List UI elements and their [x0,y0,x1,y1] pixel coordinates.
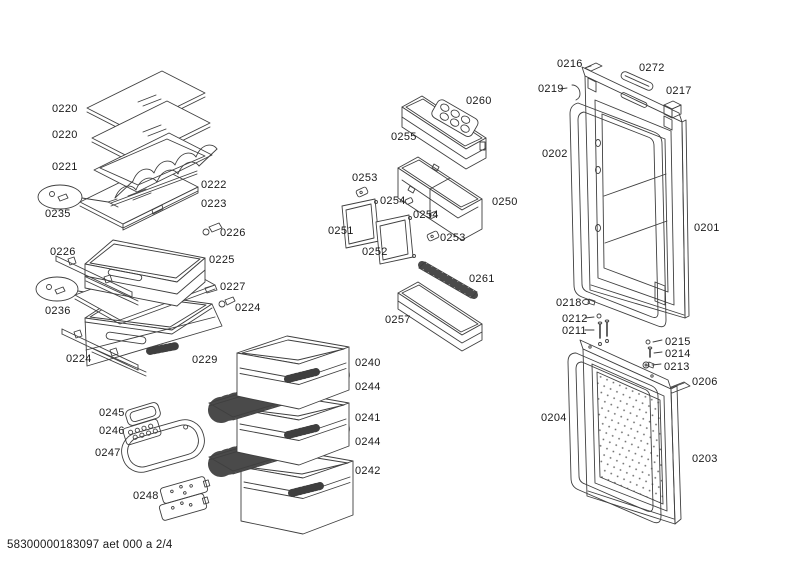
screw-0212 [584,313,602,319]
part-label-0255: 0255 [391,131,417,143]
door-bin-0250 [397,156,483,241]
door-bin-0257 [397,281,483,352]
part-label-0202: 0202 [542,148,568,160]
part-label-0248: 0248 [133,490,159,502]
trays-0248 [158,476,211,521]
telescopic-rail-0226 [55,255,139,306]
part-label-0224-b: 0224 [66,353,92,365]
door-gasket-0204 [567,352,662,524]
part-label-0226-b: 0226 [50,246,76,258]
part-label-0225: 0225 [209,254,235,266]
flap-0252 [375,214,416,265]
part-label-0250: 0250 [492,196,518,208]
part-label-0242: 0242 [355,465,381,477]
part-label-0240: 0240 [355,357,381,369]
part-label-0217: 0217 [666,85,692,97]
part-label-0235: 0235 [45,208,71,220]
part-label-0261: 0261 [469,273,495,285]
shelf-frame-0221 [93,132,213,193]
flap-0251 [341,198,382,249]
detail-callout-0235 [37,184,119,210]
bottle-holder-0261 [418,261,478,299]
part-label-0216: 0216 [557,58,583,70]
part-label-0244-a: 0244 [355,381,381,393]
part-label-0211: 0211 [562,325,587,337]
spring-clip-0219 [559,84,581,101]
part-label-0247: 0247 [95,447,121,459]
door-gasket-0202 [569,102,667,328]
part-label-0218: 0218 [556,297,582,309]
shelf-pin-0224 [218,296,236,308]
part-label-0245: 0245 [99,407,125,419]
part-label-0254-b: 0254 [413,209,439,221]
part-label-0204: 0204 [541,412,567,424]
part-label-0241: 0241 [355,412,381,424]
part-label-0272: 0272 [639,62,665,74]
document-number: 58300000183097 aet 000 a 2/4 [7,539,173,551]
clip-0254-right [428,211,438,219]
part-label-0236: 0236 [45,305,71,317]
part-label-0223: 0223 [201,198,227,210]
part-label-0253-b: 0253 [440,232,466,244]
clip-0253-left [355,186,369,198]
shelf-0223 [79,164,199,231]
bottle-rack-0222 [110,144,218,207]
part-label-0203: 0203 [692,453,718,465]
part-label-0257: 0257 [385,314,411,326]
serving-tray-0247 [121,419,205,473]
washer-0215 [645,339,663,345]
part-label-0224-a: 0224 [235,302,261,314]
fridge-door-0201 [581,66,690,319]
part-label-0201: 0201 [694,222,720,234]
crisper-box-0225 [84,239,206,307]
part-label-0254-a: 0254 [380,195,406,207]
telescopic-rail-0224 [61,328,147,377]
part-label-0251: 0251 [328,225,354,237]
cap-0216 [584,62,603,72]
hinge-bracket-0218 [582,298,596,306]
part-label-0222: 0222 [201,179,227,191]
freezer-drawer-0242 [240,449,354,535]
part-label-0227: 0227 [220,281,246,293]
part-label-0244-b: 0244 [355,436,381,448]
cap-0217 [663,100,682,119]
egg-tray-0260 [431,99,479,137]
door-handle-0272 [620,71,654,91]
hinge-bushing-0213 [642,361,662,369]
hinge-pins-0211 [584,319,610,346]
pin-0214 [647,346,663,358]
part-label-0253-a: 0253 [352,172,378,184]
shelf-pin-0226 [202,222,223,236]
clip-0254-left [404,197,414,205]
freezer-drawer-0240 [236,335,350,410]
part-label-0260: 0260 [466,95,492,107]
part-label-0214: 0214 [665,348,691,360]
part-label-0221: 0221 [52,161,78,173]
part-label-0229: 0229 [192,354,218,366]
part-label-0212: 0212 [562,313,588,325]
part-label-0246: 0246 [99,425,125,437]
part-label-0252: 0252 [362,246,388,258]
part-label-0215: 0215 [665,336,691,348]
part-label-0220-b: 0220 [52,129,78,141]
part-label-0213: 0213 [664,361,690,373]
part-label-0226-a: 0226 [220,227,246,239]
part-label-0220-a: 0220 [52,103,78,115]
part-label-0206: 0206 [692,376,718,388]
part-label-0219: 0219 [538,83,564,95]
clip-0253-right [426,230,440,242]
